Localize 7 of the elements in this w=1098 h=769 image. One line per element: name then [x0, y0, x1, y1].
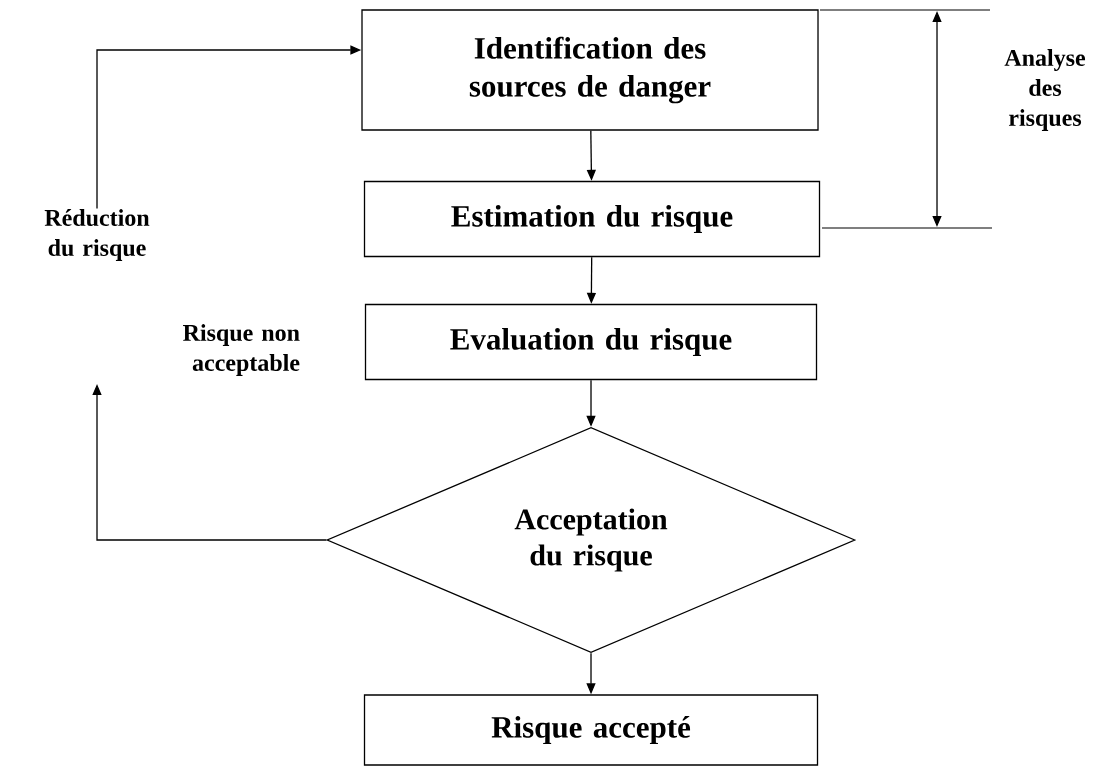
edge-label: Risque non acceptable — [183, 324, 300, 376]
process-box: Risque accepté — [363, 694, 819, 766]
branch-text: Réduction du risque — [44, 209, 150, 261]
process-box: Estimation du risque — [363, 180, 821, 258]
process-box: Evaluation du risque — [364, 303, 818, 381]
bracket-label: Analyse des risques — [1004, 49, 1086, 131]
process-box: Identification des sources de danger — [361, 9, 819, 131]
